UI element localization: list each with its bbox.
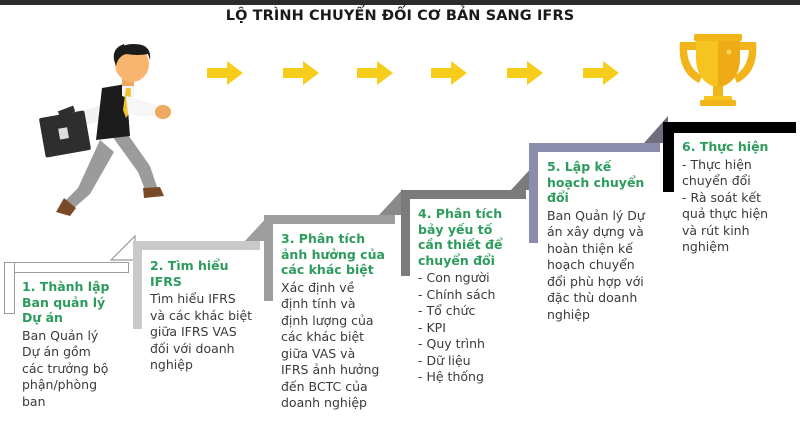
arrow-right-icon xyxy=(581,58,621,88)
step-5-triangle-icon xyxy=(644,116,668,143)
arrow-right-icon xyxy=(355,58,395,88)
step-1-body: Ban Quản lý Dự án gồm các trưởng bộ phận… xyxy=(22,327,109,409)
step-3-body: Xác định về định tính và định lượng của … xyxy=(281,279,380,411)
arrow-right-icon xyxy=(205,58,245,88)
step-4-heading: 4. Phân tích bảy yếu tố cần thiết để chu… xyxy=(418,206,503,268)
step-6-top-bar xyxy=(663,122,796,133)
top-trim-spacer xyxy=(0,5,800,7)
page-title: LỘ TRÌNH CHUYỂN ĐỔI CƠ BẢN SANG IFRS xyxy=(225,8,575,24)
step-3[interactable]: 3. Phân tích ảnh hưởng của các khác biệt… xyxy=(264,189,403,437)
step-5-body: Ban Quản lý Dự án xây dựng và hoàn thiện… xyxy=(547,207,645,322)
trophy-icon xyxy=(672,30,764,108)
step-3-left-bar xyxy=(264,215,273,301)
step-4[interactable]: 4. Phân tích bảy yếu tố cần thiết để chu… xyxy=(401,164,535,405)
step-6[interactable]: 6. Thực hiện - Thực hiện chuyển đổi - Rà… xyxy=(663,122,796,282)
step-2-left-bar xyxy=(133,241,142,329)
step-1-left-bar xyxy=(4,262,15,314)
step-1-top-bar xyxy=(4,262,129,273)
step-1-heading: 1. Thành lập Ban quản lý Dự án xyxy=(22,279,110,325)
step-3-heading: 3. Phân tích ảnh hưởng của các khác biệt xyxy=(281,231,385,277)
step-2[interactable]: 2. Tìm hiểu IFRS Tìm hiểu IFRS và các kh… xyxy=(133,215,269,437)
step-5[interactable]: 5. Lập kế hoạch chuyển đổi Ban Quản lý D… xyxy=(529,116,668,358)
step-1[interactable]: 1. Thành lập Ban quản lý Dự án Ban Quản … xyxy=(4,234,136,437)
step-3-top-bar xyxy=(264,215,395,224)
step-3-triangle-icon xyxy=(379,189,403,215)
step-4-top-bar xyxy=(401,190,526,199)
step-6-heading: 6. Thực hiện xyxy=(682,139,769,154)
step-4-body: - Con người - Chính sách - Tổ chức - KPI… xyxy=(418,270,496,384)
step-2-body: Tìm hiểu IFRS và các khác biệt giữa IFRS… xyxy=(150,291,253,372)
top-trim-bar xyxy=(0,0,800,5)
arrow-right-icon xyxy=(281,58,321,88)
step-5-top-bar xyxy=(529,143,660,152)
step-6-body: - Thực hiện chuyển đổi - Rà soát kết quả… xyxy=(682,156,769,255)
step-2-triangle-icon xyxy=(245,215,269,241)
step-5-left-bar xyxy=(529,143,538,243)
step-2-heading: 2. Tìm hiểu IFRS xyxy=(150,258,229,289)
step-4-left-bar xyxy=(401,190,410,276)
step-6-left-bar xyxy=(663,122,674,192)
arrow-right-icon xyxy=(505,58,545,88)
arrow-right-icon xyxy=(429,58,469,88)
running-businessman-icon xyxy=(30,40,175,220)
step-2-top-bar xyxy=(133,241,260,250)
step-5-heading: 5. Lập kế hoạch chuyển đổi xyxy=(547,159,645,205)
